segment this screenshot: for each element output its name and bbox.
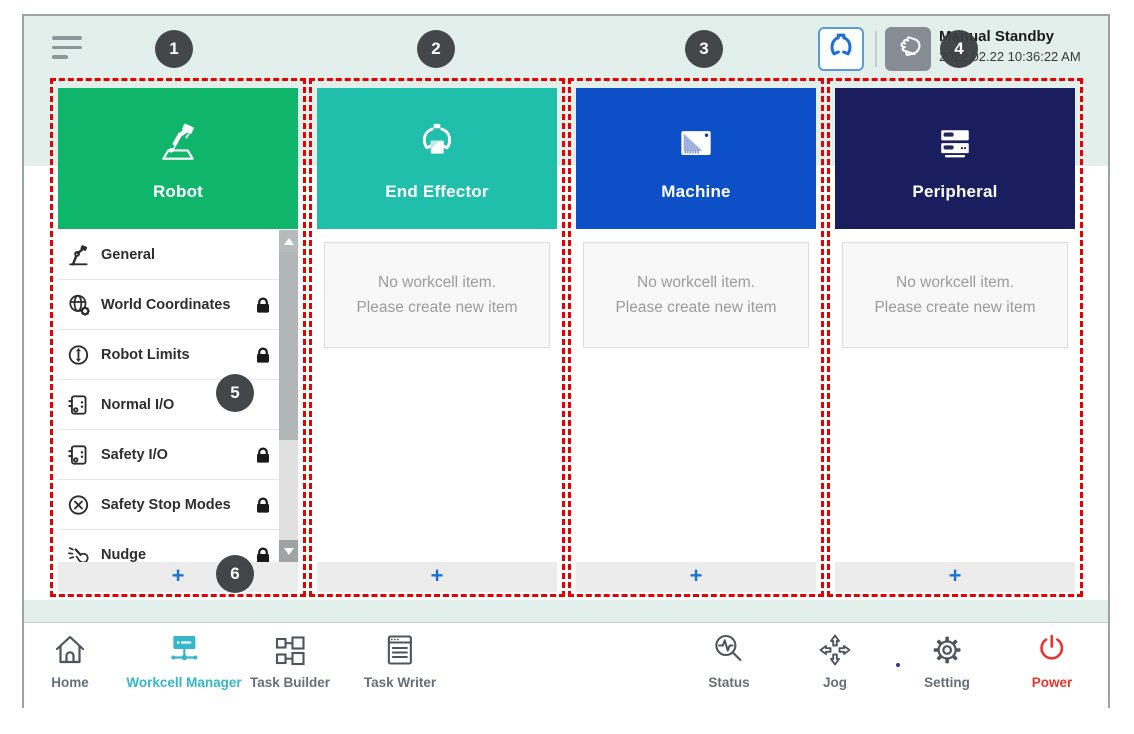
annotation-badge-3: 3 (685, 30, 723, 68)
add-machine-item-button[interactable]: + (576, 562, 816, 592)
column-title: Robot (152, 181, 204, 201)
list-item-label: Nudge (101, 546, 147, 563)
nav-item-label: Task Writer (363, 675, 437, 690)
annotation-badge-4: 4 (940, 30, 978, 68)
task-writer-icon (381, 632, 419, 673)
column-title: Machine (661, 181, 731, 201)
nav-item-label: Status (708, 675, 750, 690)
annotation-badge-1: 1 (155, 30, 193, 68)
column-header-machine[interactable]: Machine (576, 88, 816, 229)
list-item-label: Safety I/O (101, 446, 168, 463)
nav-item-task-builder[interactable]: Task Builder (250, 632, 330, 690)
arrow-up-icon (283, 237, 294, 245)
empty-state: No workcell item. Please create new item (842, 242, 1068, 348)
list-item[interactable]: World Coordinates (58, 280, 298, 330)
nudge-icon (66, 543, 92, 562)
hamburger-menu-icon[interactable] (52, 36, 86, 66)
list-item-label: World Coordinates (101, 296, 231, 313)
safety-io-icon (66, 443, 92, 467)
annotation-badge-2: 2 (417, 30, 455, 68)
nav-item-home[interactable]: Home (51, 632, 89, 690)
manual-mode-button[interactable] (885, 27, 931, 71)
list-item[interactable]: General (58, 230, 298, 280)
nav-item-setting[interactable]: Setting (924, 632, 970, 690)
nav-item-workcell-manager[interactable]: Workcell Manager (126, 632, 242, 690)
setting-icon (928, 632, 966, 673)
hand-icon (891, 30, 925, 69)
gripper-button[interactable] (818, 27, 864, 71)
nav-item-power[interactable]: Power (1031, 632, 1073, 690)
task-builder-icon (271, 632, 309, 673)
nav-item-label: Jog (822, 675, 847, 690)
nav-item-label: Setting (924, 675, 970, 690)
power-icon (1033, 632, 1071, 673)
nav-item-label: Task Builder (249, 675, 331, 690)
list-item-label: Safety Stop Modes (101, 496, 231, 513)
safety-stop-modes-icon (66, 493, 92, 517)
column-header-peripheral[interactable]: Peripheral (835, 88, 1075, 229)
machine-icon (673, 116, 719, 172)
nav-item-jog[interactable]: Jog (816, 632, 854, 690)
empty-state-line1: No workcell item. (378, 274, 496, 291)
end-effector-icon (414, 116, 460, 172)
list-item[interactable]: Normal I/O (58, 380, 298, 430)
empty-state: No workcell item. Please create new item (583, 242, 809, 348)
separator-dot (896, 663, 900, 667)
list-item[interactable]: Safety I/O (58, 430, 298, 480)
lock-icon (254, 346, 272, 364)
list-item-label: Robot Limits (101, 346, 190, 363)
lock-icon (254, 496, 272, 514)
robot-icon (155, 116, 201, 172)
peripheral-icon (932, 116, 978, 172)
bottom-navigation: Home Workcell Manager Task Builder Task Wri… (24, 622, 1108, 708)
empty-state-line2: Please create new item (615, 299, 777, 316)
app-window: Manual Standby 2022.02.22 10:36:22 AM Ro… (22, 14, 1110, 708)
nav-item-label: Home (51, 675, 89, 690)
nav-item-status[interactable]: Status (708, 632, 750, 690)
scrollbar-thumb[interactable] (279, 252, 298, 440)
empty-state-line1: No workcell item. (637, 274, 755, 291)
robot-limits-icon (66, 343, 92, 367)
normal-io-icon (66, 393, 92, 417)
column-header-end-effector[interactable]: End Effector (317, 88, 557, 229)
lock-icon (254, 446, 272, 464)
add-robot-item-button[interactable]: + (58, 562, 298, 592)
gripper-icon (824, 30, 858, 69)
scroll-up-button[interactable] (279, 230, 298, 252)
workcell-manager-icon (165, 632, 203, 673)
list-item[interactable]: Robot Limits (58, 330, 298, 380)
nav-item-task-writer[interactable]: Task Writer (364, 632, 436, 690)
add-peripheral-item-button[interactable]: + (835, 562, 1075, 592)
jog-icon (816, 632, 854, 673)
add-end-effector-item-button[interactable]: + (317, 562, 557, 592)
column-title: Peripheral (912, 181, 998, 201)
list-item[interactable]: Safety Stop Modes (58, 480, 298, 530)
lock-icon (254, 296, 272, 314)
arrow-down-icon (283, 547, 294, 555)
list-item-label: General (101, 246, 155, 263)
general-icon (66, 243, 92, 267)
footer-background-strip (24, 600, 1108, 622)
column-title: End Effector (385, 181, 489, 201)
empty-state-line2: Please create new item (874, 299, 1036, 316)
annotation-badge-5: 5 (216, 374, 254, 412)
nav-item-label: Power (1031, 675, 1073, 690)
topbar-divider (875, 31, 877, 67)
annotation-badge-6: 6 (216, 555, 254, 593)
empty-state-line1: No workcell item. (896, 274, 1014, 291)
list-item-label: Normal I/O (101, 396, 175, 413)
scrollbar[interactable] (279, 230, 298, 562)
lock-icon (254, 546, 272, 562)
empty-state-line2: Please create new item (356, 299, 518, 316)
empty-state: No workcell item. Please create new item (324, 242, 550, 348)
status-icon (710, 632, 748, 673)
list-item[interactable]: Nudge (58, 530, 298, 562)
home-icon (51, 632, 89, 673)
column-header-robot[interactable]: Robot (58, 88, 298, 229)
nav-item-label: Workcell Manager (126, 675, 242, 690)
scroll-down-button[interactable] (279, 540, 298, 562)
world-coordinates-icon (66, 293, 92, 317)
